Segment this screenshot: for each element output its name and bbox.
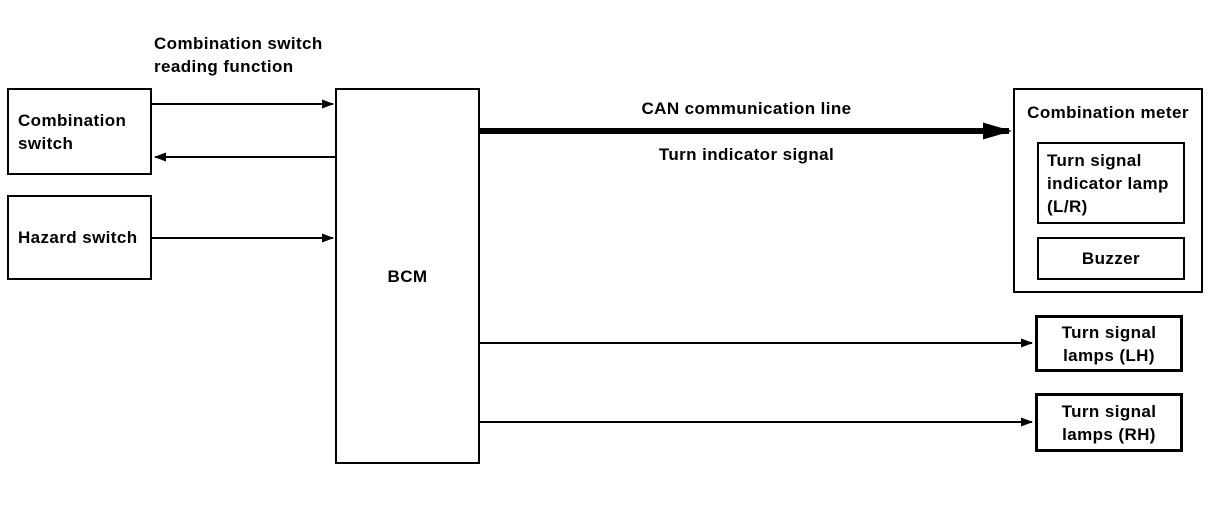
turn-signal-lamps-rh-box: Turn signal lamps (RH)	[1035, 393, 1183, 452]
label-can-communication-line: CAN communication line	[641, 99, 852, 118]
combination-meter-title: Combination meter	[1027, 103, 1189, 122]
bcm-box: BCM	[335, 88, 480, 464]
turn-signal-indicator-lamp-box: Turn signal indicator lamp (L/R)	[1037, 142, 1185, 224]
hazard-switch-box: Hazard switch	[7, 195, 152, 280]
label-combination-switch-reading-function: Combination switch reading function	[154, 34, 323, 76]
turn-signal-lamps-lh-label: Turn signal lamps (LH)	[1061, 322, 1157, 365]
combination-meter-box: Combination meter Turn signal indicator …	[1013, 88, 1203, 293]
buzzer-box: Buzzer	[1037, 237, 1185, 280]
label-turn-indicator-signal: Turn indicator signal	[658, 145, 835, 164]
combination-switch-box: Combination switch	[7, 88, 152, 175]
bcm-label: BCM	[387, 266, 428, 286]
turn-signal-lamps-lh-box: Turn signal lamps (LH)	[1035, 315, 1183, 372]
turn-signal-indicator-lamp-label: Turn signal indicator lamp (L/R)	[1047, 150, 1169, 216]
hazard-switch-label: Hazard switch	[18, 228, 138, 247]
turn-signal-lamps-rh-label: Turn signal lamps (RH)	[1061, 401, 1157, 444]
buzzer-label: Buzzer	[1081, 249, 1141, 268]
combination-switch-label: Combination switch	[18, 110, 127, 153]
